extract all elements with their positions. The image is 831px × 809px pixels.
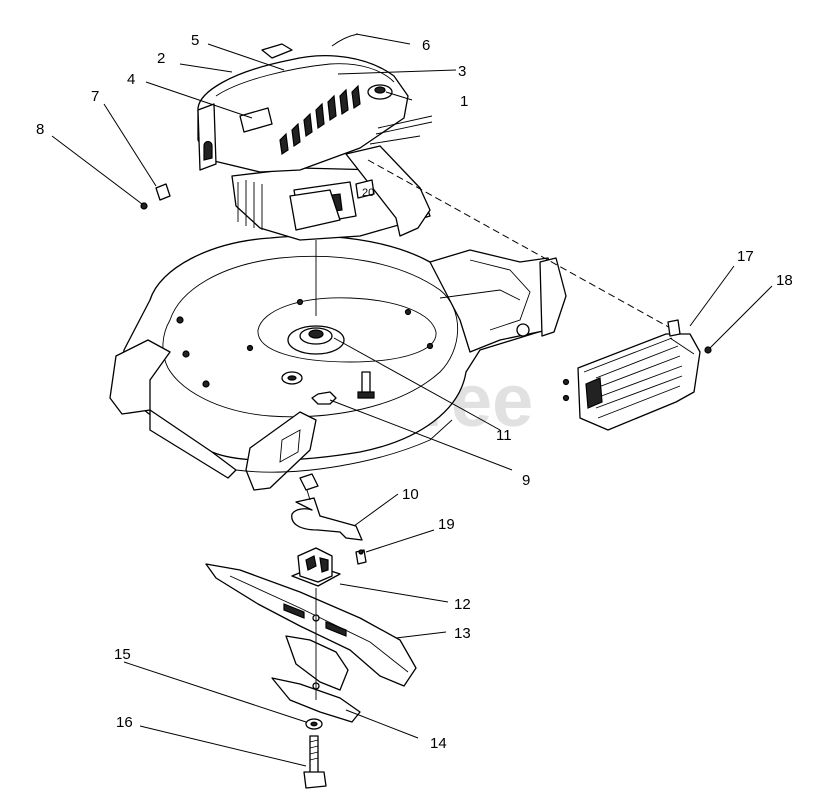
callout-1: 1 bbox=[460, 93, 468, 110]
callout-5: 5 bbox=[191, 32, 199, 49]
callout-19: 19 bbox=[438, 516, 455, 533]
callout-10: 10 bbox=[402, 486, 419, 503]
callout-11: 11 bbox=[496, 427, 512, 444]
connection-line bbox=[367, 159, 675, 331]
callout-8: 8 bbox=[36, 121, 44, 138]
callout-12: 12 bbox=[454, 596, 471, 613]
engine-assembly bbox=[140, 33, 433, 316]
callout-17: 17 bbox=[737, 248, 754, 265]
callout-16: 16 bbox=[116, 714, 133, 731]
mower-deck bbox=[109, 235, 567, 491]
blade-bolt bbox=[303, 735, 327, 789]
callout-9: 9 bbox=[522, 472, 530, 489]
washer-15 bbox=[305, 718, 323, 730]
callout-2: 2 bbox=[157, 50, 165, 67]
callout-3: 3 bbox=[458, 63, 466, 80]
callout-4: 4 bbox=[127, 71, 135, 88]
screw-19 bbox=[355, 549, 367, 565]
callout-14: 14 bbox=[430, 735, 447, 752]
leader-lines bbox=[51, 33, 773, 767]
callout-7: 7 bbox=[91, 88, 99, 105]
callout-13: 13 bbox=[454, 625, 471, 642]
blade-adapter bbox=[291, 547, 341, 587]
blade-baffle bbox=[291, 473, 363, 541]
rear-guard bbox=[562, 319, 712, 431]
shroud-vents bbox=[279, 84, 361, 156]
callout-labels: 1 2 3 4 5 6 7 8 9 10 11 12 13 14 15 16 1… bbox=[36, 32, 793, 752]
engine-label-20: 20 bbox=[362, 187, 374, 199]
callout-18: 18 bbox=[776, 272, 793, 289]
callout-6: 6 bbox=[422, 37, 430, 54]
callout-15: 15 bbox=[114, 646, 131, 663]
cutting-blade bbox=[205, 563, 417, 687]
